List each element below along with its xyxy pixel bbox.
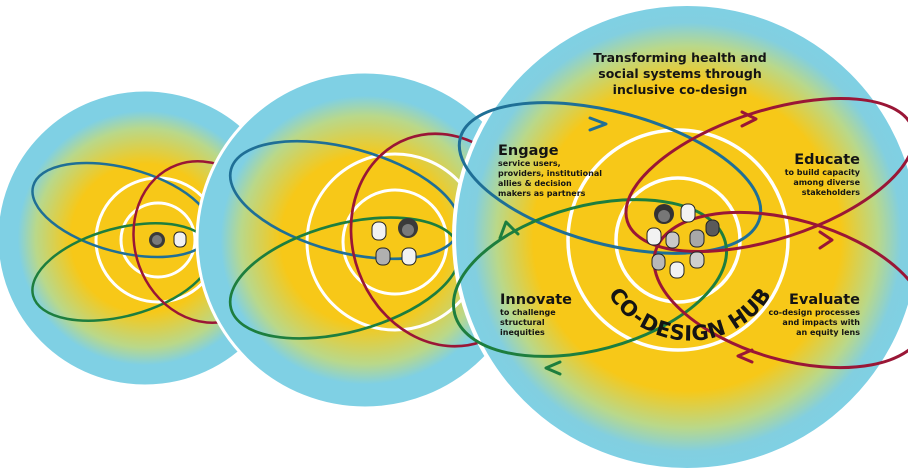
engage-label: Engage service users, providers, institu… xyxy=(498,143,602,199)
face-icon xyxy=(375,247,391,266)
innovate-heading: Innovate xyxy=(500,292,573,308)
face-icon xyxy=(149,232,165,248)
face-icon xyxy=(705,219,720,237)
evaluate-heading: Evaluate xyxy=(789,292,860,308)
face-icon xyxy=(654,204,674,224)
educate-label: Educate to build capacity among diverse … xyxy=(770,152,860,198)
evaluate-loop xyxy=(652,210,908,370)
face-icon xyxy=(371,221,387,241)
face-icon xyxy=(173,231,187,248)
engage-loop xyxy=(457,101,763,255)
innovate-description: to challenge structural inequities xyxy=(500,308,556,337)
face-icon xyxy=(680,203,696,223)
innovate-loop xyxy=(451,198,729,358)
engage-description: service users, providers, institutional … xyxy=(498,159,602,198)
educate-loop xyxy=(624,96,908,254)
face-icon xyxy=(398,218,418,238)
engage-heading: Engage xyxy=(498,143,559,159)
evaluate-label: Evaluate co-design processes and impacts… xyxy=(762,292,860,338)
face-icon xyxy=(646,227,662,246)
arrow-icon xyxy=(498,110,834,376)
innovate-label: Innovate to challenge structural inequit… xyxy=(500,292,572,338)
diagram-title: Transforming health and social systems t… xyxy=(593,50,767,97)
disc-main: CO-DESIGN HUB xyxy=(451,2,908,472)
faces-cluster xyxy=(646,203,720,279)
evaluate-description: co-design processes and impacts with an … xyxy=(768,308,860,337)
face-icon xyxy=(669,261,685,279)
educate-heading: Educate xyxy=(794,152,860,168)
face-icon xyxy=(689,229,705,248)
educate-description: to build capacity among diverse stakehol… xyxy=(784,168,860,197)
face-icon xyxy=(651,253,666,271)
face-icon xyxy=(665,231,680,249)
face-icon xyxy=(401,247,417,266)
face-icon xyxy=(689,251,705,269)
